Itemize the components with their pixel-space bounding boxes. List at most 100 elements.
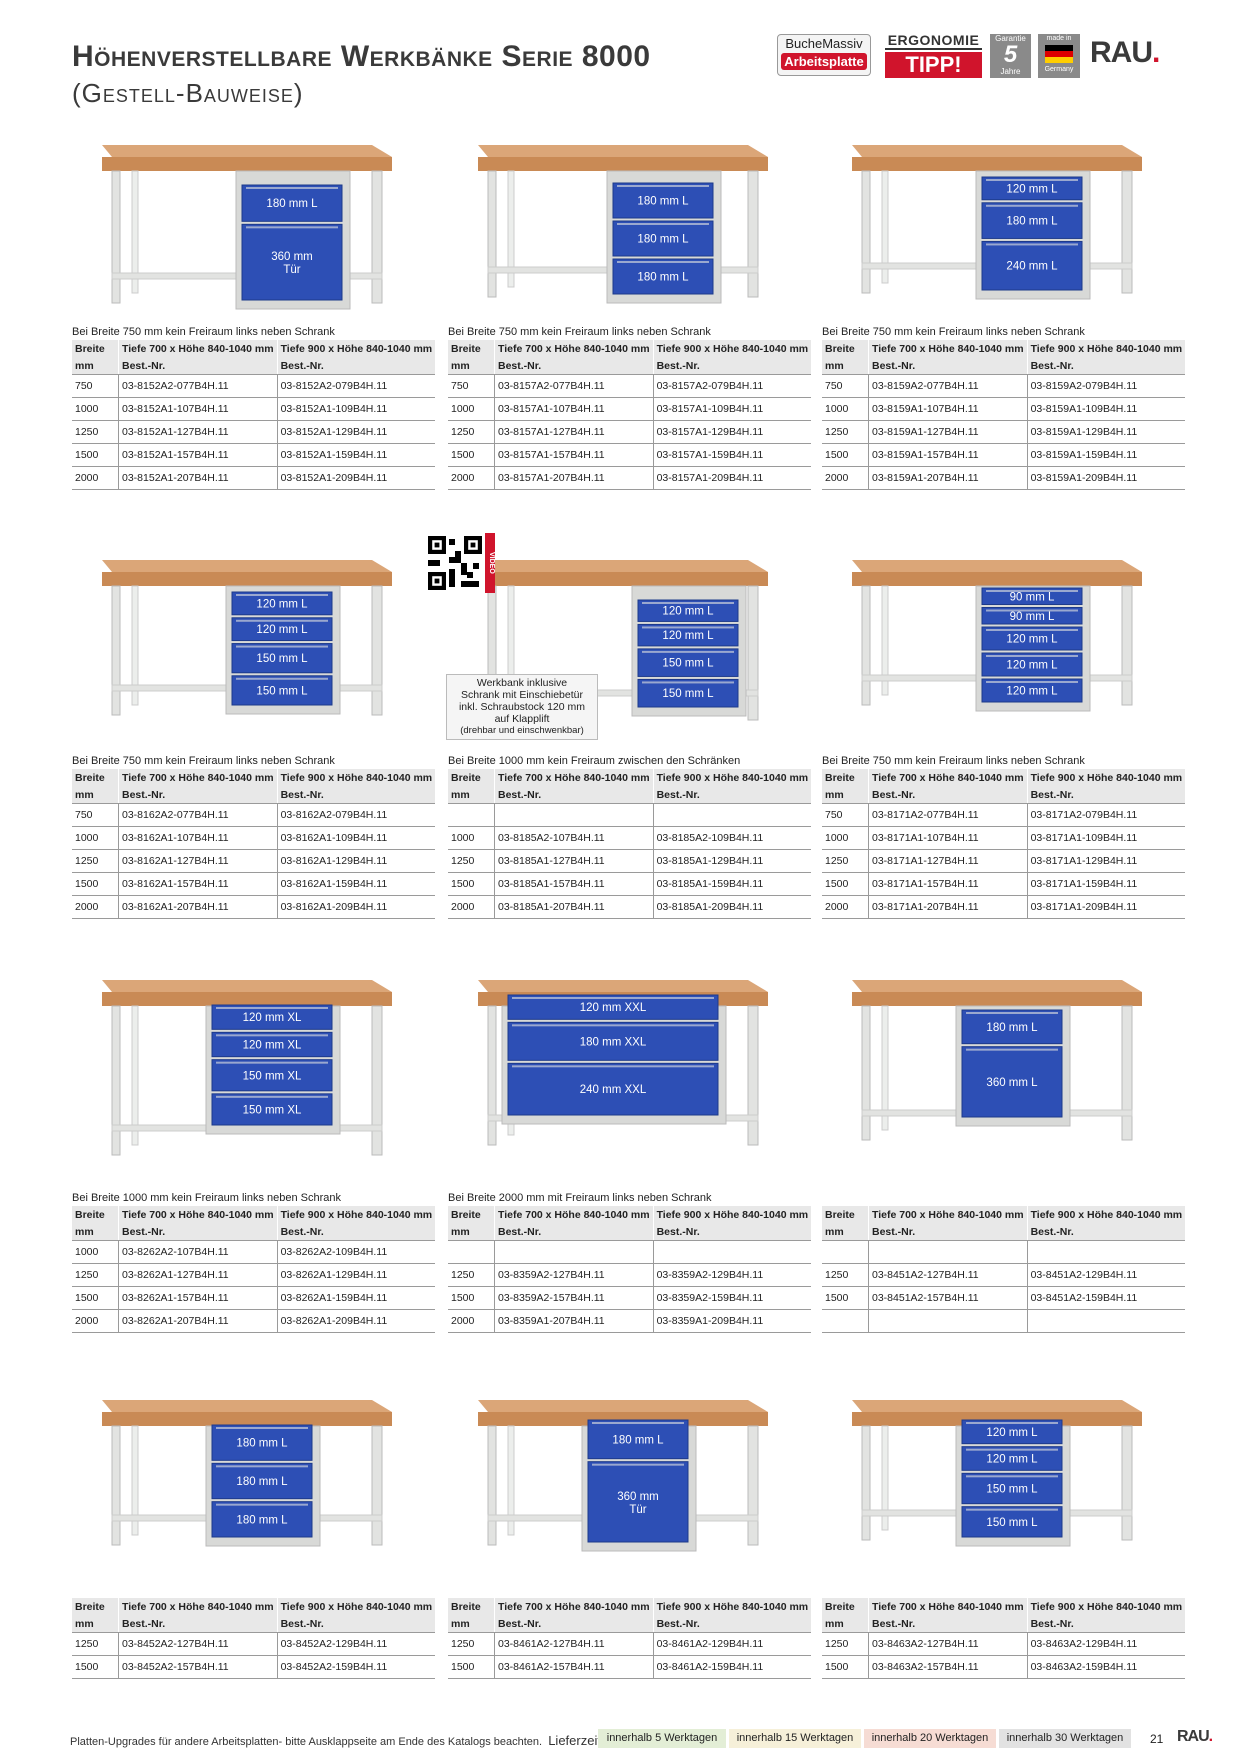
cell-bestnr-t900: 03-8152A1-109B4H.11 xyxy=(276,397,436,421)
drawer-handle xyxy=(216,1427,308,1429)
drawer-label: 360 mm L xyxy=(986,1077,1038,1089)
cell-bestnr-t900: 03-8152A1-129B4H.11 xyxy=(276,420,436,444)
drawer-label: 150 mm L xyxy=(256,653,308,665)
drawer-front xyxy=(612,220,714,257)
cell-bestnr-t900: 03-8152A2-079B4H.11 xyxy=(276,374,436,398)
col-header-bestnr: Best.-Nr. xyxy=(1026,786,1186,804)
rau-logo-dot: . xyxy=(1152,36,1160,69)
badge-buche-massiv: BucheMassiv Arbeitsplatte xyxy=(777,34,871,76)
col-header-bestnr: Best.-Nr. xyxy=(868,786,1028,804)
lieferzeit-badge: innerhalb 30 Werktagen xyxy=(999,1729,1131,1748)
product-note: Bei Breite 1000 mm kein Freiraum links n… xyxy=(72,1192,342,1204)
col-header-breite: Breite xyxy=(448,1206,495,1223)
cell-bestnr-t900: 03-8185A1-159B4H.11 xyxy=(652,872,812,896)
cell-bestnr-t900: 03-8463A2-129B4H.11 xyxy=(1026,1632,1186,1656)
cell-bestnr-t700: 03-8159A1-127B4H.11 xyxy=(868,420,1028,444)
drawer-handle xyxy=(966,1448,1058,1451)
leg xyxy=(131,585,139,706)
drawer-label: 240 mm L xyxy=(1006,261,1058,273)
cell-breite: 750 xyxy=(72,803,119,827)
leg xyxy=(371,170,383,304)
drawer-label: 90 mm L xyxy=(1010,611,1055,623)
cell-bestnr-t900: 03-8171A1-159B4H.11 xyxy=(1026,872,1186,896)
cell-bestnr-t900: 03-8162A2-079B4H.11 xyxy=(276,803,436,827)
cell-bestnr-t700: 03-8171A1-157B4H.11 xyxy=(868,872,1028,896)
col-header-t700: Tiefe 700 x Höhe 840-1040 mm xyxy=(118,1206,278,1223)
drawer-label: 120 mm L xyxy=(1006,634,1058,646)
badge-garantie-label: Garantie xyxy=(995,34,1026,43)
drawer-front xyxy=(231,675,333,706)
leg xyxy=(1121,1005,1133,1141)
cell-bestnr-t700 xyxy=(494,1240,654,1264)
rau-logo-text: RAU xyxy=(1090,36,1153,69)
col-header-t700: Tiefe 700 x Höhe 840-1040 mm xyxy=(118,769,278,786)
cell-breite: 2000 xyxy=(72,466,119,490)
drawer-label: 120 mm XL xyxy=(243,1040,302,1052)
worktop-edge xyxy=(102,992,392,1006)
cell-breite: 1250 xyxy=(72,849,119,873)
leg xyxy=(131,1005,139,1146)
col-header-breite: Breite xyxy=(448,1598,495,1615)
cell-bestnr-t900: 03-8461A2-129B4H.11 xyxy=(652,1632,812,1656)
col-header-t900: Tiefe 900 x Höhe 840-1040 mm xyxy=(276,1206,436,1223)
col-header-t900: Tiefe 900 x Höhe 840-1040 mm xyxy=(1026,769,1186,786)
cell-breite: 1500 xyxy=(822,1286,869,1310)
drawer-label: 150 mm XL xyxy=(243,1070,302,1082)
col-header-bestnr: Best.-Nr. xyxy=(494,1615,654,1633)
badge-ergonomie: ERGONOMIE TIPP! xyxy=(885,32,982,78)
drawer-front xyxy=(981,607,1083,625)
badge-ergo-line1: ERGONOMIE xyxy=(885,32,982,50)
cell-breite: 1250 xyxy=(448,1632,495,1656)
cell-bestnr-t900: 03-8157A2-079B4H.11 xyxy=(652,374,812,398)
drawer-handle xyxy=(966,1012,1058,1014)
drawer-front xyxy=(211,1059,333,1092)
leg xyxy=(747,170,759,298)
cell-breite: 1500 xyxy=(72,1655,119,1679)
col-header-breite: Breite xyxy=(72,340,119,357)
cell-bestnr-t700: 03-8451A2-157B4H.11 xyxy=(868,1286,1028,1310)
cell-breite: 1250 xyxy=(448,849,495,873)
callout-line: Schrank mit Einschiebetür xyxy=(461,689,583,701)
rau-logo-text: RAU xyxy=(1177,1728,1210,1745)
cell-bestnr-t700: 03-8157A2-077B4H.11 xyxy=(494,374,654,398)
qr-code-icon[interactable] xyxy=(425,533,485,593)
col-header-bestnr: Best.-Nr. xyxy=(118,357,278,375)
drawer-front xyxy=(961,1419,1063,1445)
video-label[interactable]: VIDEO xyxy=(485,533,495,593)
col-header-t700: Tiefe 700 x Höhe 840-1040 mm xyxy=(494,1598,654,1615)
drawer-front xyxy=(587,1419,689,1460)
cell-bestnr-t900: 03-8162A1-209B4H.11 xyxy=(276,895,436,919)
drawer-handle xyxy=(986,609,1078,612)
cell-bestnr-t900: 03-8171A1-129B4H.11 xyxy=(1026,849,1186,873)
drawer-label: 180 mm L xyxy=(637,234,689,246)
cell-breite: 1500 xyxy=(822,443,869,467)
badge-garantie-unit: Jahre xyxy=(1000,67,1021,76)
cell-bestnr-t700: 03-8159A1-207B4H.11 xyxy=(868,466,1028,490)
leg xyxy=(747,585,759,721)
worktop-surface xyxy=(478,980,768,992)
cell-bestnr-t700: 03-8159A1-157B4H.11 xyxy=(868,443,1028,467)
drawer-label: 180 mm L xyxy=(637,272,689,284)
drawer-front xyxy=(507,994,719,1020)
drawer-front xyxy=(507,1021,719,1061)
drawer-label-line: 360 mm xyxy=(617,1491,659,1503)
german-flag-icon xyxy=(1045,45,1073,63)
lieferzeit-badge: innerhalb 5 Werktagen xyxy=(598,1729,726,1748)
lieferzeit-badge: innerhalb 20 Werktagen xyxy=(864,1729,996,1748)
cell-breite: 750 xyxy=(822,374,869,398)
worktop-edge xyxy=(478,572,768,586)
